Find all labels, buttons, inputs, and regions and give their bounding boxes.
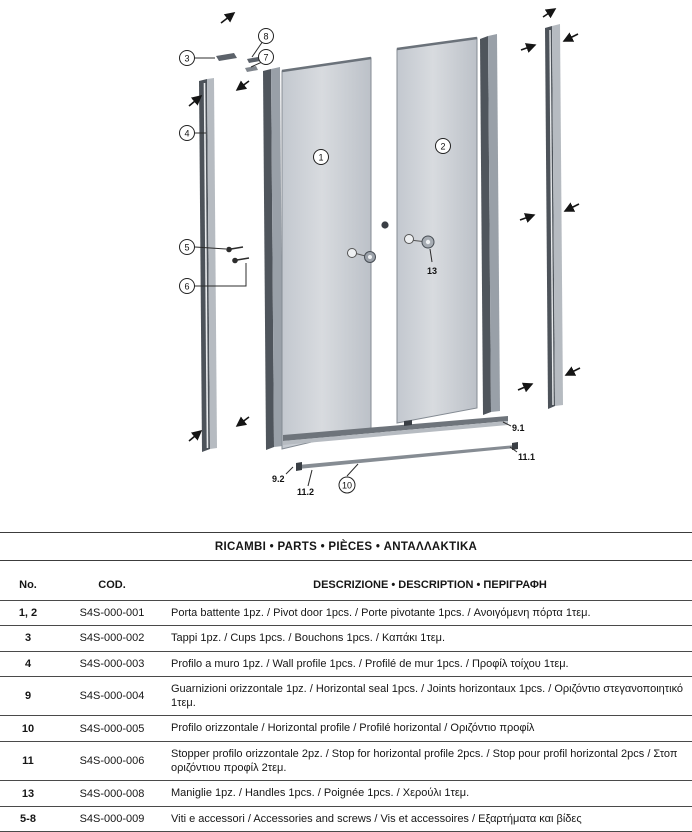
label-9-1: 9.1: [512, 423, 525, 433]
svg-text:7: 7: [263, 53, 268, 63]
top-caps: [245, 57, 260, 72]
row-part-code: S4S-000-001: [56, 600, 168, 627]
parts-table: No. COD. DESCRIZIONE • DESCRIPTION • ΠΕΡ…: [0, 561, 692, 832]
exploded-diagram: 3 4 5 6 8 7 1 2: [179, 8, 581, 497]
row-part-code: S4S-000-005: [56, 715, 168, 742]
wall-profile-cap: [216, 53, 237, 61]
svg-text:4: 4: [184, 129, 189, 139]
callout-8: 8: [258, 28, 274, 44]
table-row: 9 S4S-000-004 Guarnizioni orizzontale 1p…: [0, 676, 692, 717]
callout-1: 1: [313, 149, 329, 165]
row-part-description: Guarnizioni orizzontale 1pz. / Horizonta…: [168, 676, 692, 717]
row-part-number: 3: [0, 625, 56, 652]
bottom-horizontal-profile: [283, 416, 508, 445]
row-part-code: S4S-000-002: [56, 625, 168, 652]
parts-table-section: RICAMBI • PARTS • PIÈCES • ΑΝΤΑΛΛΑΚΤΙΚΑ …: [0, 532, 692, 832]
svg-text:5: 5: [184, 243, 189, 253]
table-row: 5-8 S4S-000-009 Viti e accessori / Acces…: [0, 806, 692, 832]
callout-3: 3: [179, 50, 195, 66]
bottom-seal-strip: [296, 442, 518, 471]
parts-table-title: RICAMBI • PARTS • PIÈCES • ΑΝΤΑΛΛΑΚΤΙΚΑ: [0, 532, 692, 561]
callout-5: 5: [179, 239, 195, 255]
label-11-1: 11.1: [518, 452, 535, 462]
table-row: 4 S4S-000-003 Profilo a muro 1pz. / Wall…: [0, 651, 692, 677]
row-part-code: S4S-000-004: [56, 676, 168, 717]
label-11-2: 11.2: [297, 487, 314, 497]
left-door-hinge-profile: [263, 67, 283, 450]
part-labels: 13 9.1 11.1 9.2 11.2: [272, 266, 535, 497]
row-part-description: Profilo a muro 1pz. / Wall profile 1pcs.…: [168, 651, 692, 677]
svg-text:8: 8: [263, 32, 268, 42]
row-part-code: S4S-000-008: [56, 780, 168, 807]
row-part-number: 5-8: [0, 806, 56, 832]
svg-text:2: 2: [440, 142, 445, 152]
screws-left: [226, 246, 250, 264]
handle-knobs: [381, 221, 435, 249]
row-part-description: Profilo orizzontale / Horizontal profile…: [168, 715, 692, 742]
row-part-code: S4S-000-009: [56, 806, 168, 832]
parts-table-body: 1, 2 S4S-000-001 Porta battente 1pz. / P…: [0, 600, 692, 832]
parts-table-header-row: No. COD. DESCRIZIONE • DESCRIPTION • ΠΕΡ…: [0, 561, 692, 601]
right-door-glass: [396, 36, 478, 424]
svg-text:10: 10: [342, 481, 352, 491]
row-part-description: Tappi 1pz. / Cups 1pcs. / Bouchons 1pcs.…: [168, 625, 692, 652]
table-row: 3 S4S-000-002 Tappi 1pz. / Cups 1pcs. / …: [0, 625, 692, 652]
callout-6: 6: [179, 278, 195, 294]
row-part-code: S4S-000-006: [56, 741, 168, 782]
label-13: 13: [427, 266, 437, 276]
row-part-description: Maniglie 1pz. / Handles 1pcs. / Poignée …: [168, 780, 692, 807]
callout-2: 2: [435, 138, 451, 154]
row-part-number: 1, 2: [0, 600, 56, 627]
svg-text:3: 3: [184, 54, 189, 64]
exploded-diagram-section: 3 4 5 6 8 7 1 2: [179, 8, 581, 497]
row-part-number: 13: [0, 780, 56, 807]
leader-lines: [194, 40, 518, 487]
right-wall-profile: [545, 24, 563, 409]
row-part-number: 9: [0, 676, 56, 717]
callout-7: 7: [258, 49, 274, 65]
callout-4: 4: [179, 125, 195, 141]
row-part-code: S4S-000-003: [56, 651, 168, 677]
table-row: 13 S4S-000-008 Maniglie 1pz. / Handles 1…: [0, 780, 692, 807]
assembly-arrows: [188, 8, 581, 442]
row-part-description: Viti e accessori / Accessories and screw…: [168, 806, 692, 832]
left-wall-profile: [199, 78, 217, 452]
row-part-number: 10: [0, 715, 56, 742]
row-part-description: Stopper profilo orizzontale 2pz. / Stop …: [168, 741, 692, 782]
row-part-description: Porta battente 1pz. / Pivot door 1pcs. /…: [168, 600, 692, 627]
table-row: 10 S4S-000-005 Profilo orizzontale / Hor…: [0, 715, 692, 742]
right-door-profile: [480, 34, 500, 415]
left-door-knob: [347, 248, 376, 263]
table-row: 1, 2 S4S-000-001 Porta battente 1pz. / P…: [0, 600, 692, 627]
row-part-number: 4: [0, 651, 56, 677]
callout-10: 10: [338, 476, 356, 494]
table-row: 11 S4S-000-006 Stopper profilo orizzonta…: [0, 741, 692, 782]
svg-text:6: 6: [184, 282, 189, 292]
col-header-cod: COD.: [56, 561, 168, 601]
col-header-no: No.: [0, 561, 56, 601]
row-part-number: 11: [0, 741, 56, 782]
col-header-desc: DESCRIZIONE • DESCRIPTION • ΠΕΡΙΓΡΑΦΗ: [168, 561, 692, 601]
svg-text:1: 1: [318, 153, 323, 163]
label-9-2: 9.2: [272, 474, 285, 484]
